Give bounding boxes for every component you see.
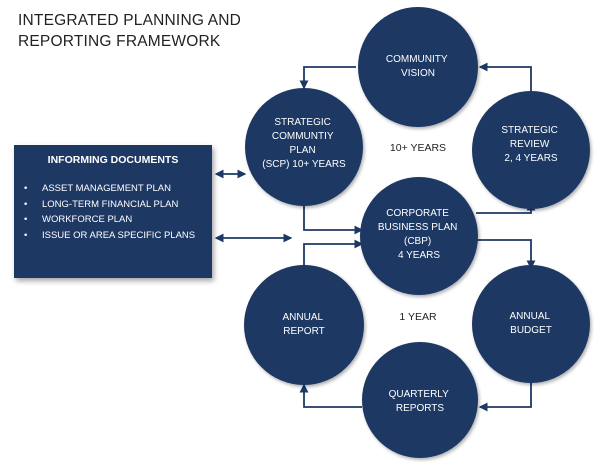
node-circle [358, 7, 478, 127]
informing-documents-heading: INFORMING DOCUMENTS [47, 154, 179, 166]
node-annual-report: ANNUAL REPORT [244, 265, 364, 385]
informing-documents-list: • ASSET MANAGEMENT PLAN • LONG-TERM FINANC… [24, 181, 195, 243]
node-community-vision: COMMUNITY VISION [358, 7, 478, 127]
svg-text:COMMUNITY VISION: COMMUNITY VISION [386, 54, 450, 79]
list-item-label: ISSUE OR AREA SPECIFIC PLANS [42, 229, 196, 241]
list-item: • LONG-TERM FINANCIAL PLAN [24, 197, 195, 213]
arrow-report-to-cbp [303, 239, 364, 265]
bullet-icon: • [24, 214, 28, 225]
period-label-short: 1 YEAR [399, 311, 437, 323]
list-item: • ISSUE OR AREA SPECIFIC PLANS [24, 228, 195, 244]
node-circle [244, 265, 364, 385]
node-circle [472, 265, 590, 383]
arrow-budget-to-quarterly [478, 380, 532, 412]
list-item: • WORKFORCE PLAN [24, 212, 195, 228]
arrow-quarterly-to-report [299, 383, 362, 408]
node-strategic-review: STRATEGIC REVIEW 2, 4 YEARS [472, 91, 590, 209]
arrow-cbp-to-budget [476, 239, 536, 270]
node-circle [360, 177, 478, 295]
svg-text:STRATEGIC COMMUNTIY: STRATEGIC COMMUNTIY PLAN (SCP) 10+ YEARS [262, 117, 346, 170]
node-annual-budget: ANNUAL BUDGET [472, 265, 590, 383]
svg-text:CORPORATE BUSINESS PLAN: CORPORATE BUSINESS PLAN (CBP) 4 YEARS [378, 208, 460, 261]
bullet-icon: • [24, 183, 28, 194]
period-label-long: 10+ YEARS [390, 142, 446, 154]
informing-documents-box: INFORMING DOCUMENTS • ASSET MANAGEMENT PL… [14, 145, 212, 278]
arrow-vision-to-scp [299, 66, 356, 90]
list-item-label: LONG-TERM FINANCIAL PLAN [42, 198, 179, 210]
svg-text:QUARTERLY REPORTS: QUARTERLY REPORTS [389, 389, 452, 414]
bullet-icon: • [24, 229, 28, 241]
arrow-scp-to-cbp [303, 205, 364, 235]
list-item-label: ASSET MANAGEMENT PLAN [42, 183, 171, 194]
node-circle [245, 88, 363, 206]
node-quarterly-reports: QUARTERLY REPORTS [362, 342, 478, 458]
svg-text:ANNUAL BUDGET: ANNUAL BUDGET [510, 311, 553, 336]
page-title: INTEGRATED PLANNING AND REPORTING FRAMEW… [18, 10, 268, 52]
title-line-2: REPORTING FRAMEWORK [18, 33, 221, 50]
node-circle [362, 342, 478, 458]
arrow-review-to-vision [478, 62, 532, 98]
list-item: • ASSET MANAGEMENT PLAN [24, 181, 195, 197]
bullet-icon: • [24, 198, 28, 210]
svg-text:STRATEGIC REVIEW 2: STRATEGIC REVIEW 2, 4 YEARS [501, 125, 560, 164]
node-circle [472, 91, 590, 209]
node-strategic-community-plan: STRATEGIC COMMUNTIY PLAN (SCP) 10+ YEARS [245, 88, 363, 206]
list-item-label: WORKFORCE PLAN [42, 214, 133, 225]
title-line-1: INTEGRATED PLANNING AND [18, 12, 242, 29]
node-corporate-business-plan: CORPORATE BUSINESS PLAN (CBP) 4 YEARS [360, 177, 478, 295]
svg-text:ANNUAL REPORT: ANNUAL REPORT [283, 312, 326, 337]
